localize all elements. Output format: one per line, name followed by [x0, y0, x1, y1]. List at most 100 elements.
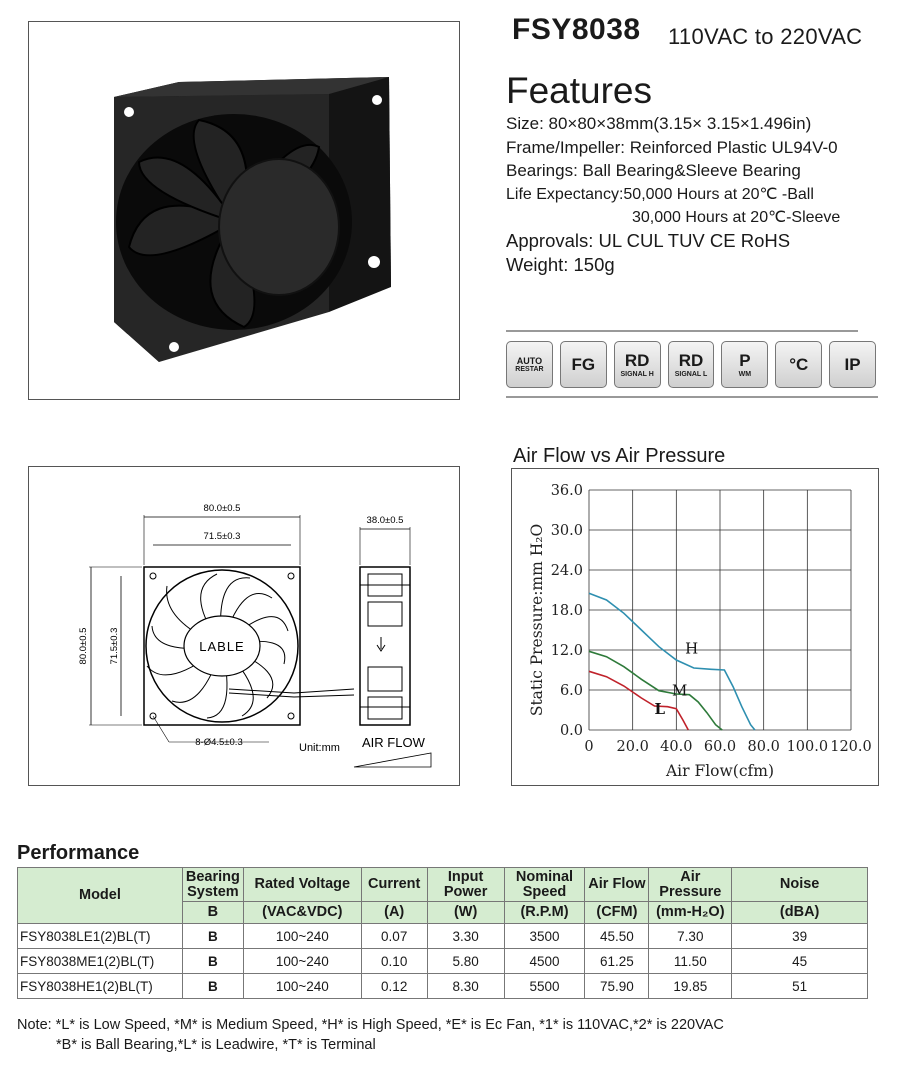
unit-current: (A) [360, 901, 428, 924]
table-cell: 11.50 [648, 948, 733, 974]
header-bearing: Bearing System [181, 867, 244, 902]
icon-bottom-text: SIGNAL L [674, 371, 708, 378]
hole-callout: 8-Ø4.5±0.3 [195, 737, 242, 748]
table-cell: 45.50 [584, 923, 650, 949]
model-title: FSY8038 [512, 13, 641, 46]
x-tick-label: 40.0 [660, 739, 692, 755]
table-cell: 51 [731, 973, 868, 999]
unit-speed: (R.P.M) [503, 901, 586, 924]
x-tick-label: 60.0 [704, 739, 736, 755]
icon-top-text: AUTO [516, 356, 543, 366]
header-airflow: Air Flow [584, 867, 650, 902]
dimension-drawing: LABLE 80.0±0.5 71.5±0.3 80.0±0.5 71.5±0.… [28, 466, 460, 786]
table-cell: 100~240 [242, 973, 362, 999]
icon-top-text: °C [789, 354, 809, 374]
table-cell: 100~240 [242, 948, 362, 974]
table-cell: 5500 [503, 973, 586, 999]
divider-bottom [506, 396, 878, 398]
table-cell: 61.25 [584, 948, 650, 974]
note-line-1: Note: *L* is Low Speed, *M* is Medium Sp… [17, 1017, 724, 1033]
header-voltage: Rated Voltage [242, 867, 362, 902]
icon-top-text: IP [844, 354, 861, 374]
label-text: LABLE [199, 639, 244, 654]
icon-top-text: RD [678, 351, 704, 370]
header-noise: Noise [731, 867, 868, 902]
icon-top-text: RD [624, 351, 650, 370]
table-cell: 75.90 [584, 973, 650, 999]
series-label-m: M [672, 681, 687, 699]
table-cell: B [181, 973, 244, 999]
y-tick-label: 30.0 [551, 523, 583, 539]
table-cell: 0.07 [360, 923, 428, 949]
y-tick-label: 12.0 [551, 643, 583, 659]
airflow-label: AIR FLOW [362, 735, 426, 750]
unit-power: (W) [426, 901, 505, 924]
icon-top-text: P [739, 351, 751, 370]
series-label-l: L [655, 700, 666, 718]
y-axis-label: Static Pressure:mm H₂O [528, 524, 546, 716]
y-tick-label: 24.0 [551, 563, 583, 579]
icon-bottom-text: WM [738, 371, 752, 378]
series-label-h: H [685, 639, 698, 657]
series-line-l [588, 670, 690, 731]
performance-title: Performance [17, 842, 140, 864]
x-tick-label: 0 [584, 739, 593, 755]
voltage-title: 110VAC to 220VAC [668, 24, 863, 49]
feature-approvals: Approvals: UL CUL TUV CE RoHS [506, 230, 791, 251]
y-tick-label: 36.0 [551, 483, 583, 499]
table-cell: 7.30 [648, 923, 733, 949]
feature-frame: Frame/Impeller: Reinforced Plastic UL94V… [506, 138, 838, 157]
divider-top [506, 330, 858, 332]
dim-hole-spacing-label: 71.5±0.3 [204, 531, 241, 542]
x-tick-label: 20.0 [617, 739, 649, 755]
feature-life-ball: Life Expectancy:50,000 Hours at 20℃ -Bal… [506, 186, 814, 203]
table-cell: 8.30 [426, 973, 505, 999]
unit-voltage: (VAC&VDC) [242, 901, 362, 924]
table-cell-model: FSY8038HE1(2)BL(T) [17, 973, 183, 999]
unit-label: Unit:mm [299, 742, 340, 754]
dim-depth-label: 38.0±0.5 [367, 515, 404, 526]
chart-title: Air Flow vs Air Pressure [513, 445, 726, 467]
fg-signal-icon: FG [559, 341, 607, 388]
series-line-h [588, 592, 756, 731]
dim-hole-v-label: 71.5±0.3 [109, 628, 120, 665]
table-cell: 100~240 [242, 923, 362, 949]
feature-life-sleeve: 30,000 Hours at 20℃-Sleeve [632, 209, 841, 226]
table-cell: 0.10 [360, 948, 428, 974]
product-photo [28, 21, 460, 400]
header-power: Input Power [426, 867, 505, 902]
dim-width-label: 80.0±0.5 [204, 503, 241, 514]
unit-airflow: (CFM) [584, 901, 650, 924]
table-cell: 0.12 [360, 973, 428, 999]
table-cell-model: FSY8038ME1(2)BL(T) [17, 948, 183, 974]
table-cell: 19.85 [648, 973, 733, 999]
feature-weight: Weight: 150g [506, 254, 615, 275]
table-cell: 4500 [503, 948, 586, 974]
note-line-2: *B* is Ball Bearing,*L* is Leadwire, *T*… [56, 1037, 376, 1053]
icon-top-text: FG [571, 354, 596, 374]
table-cell: B [181, 948, 244, 974]
table-cell: 45 [731, 948, 868, 974]
y-tick-label: 6.0 [560, 683, 583, 699]
x-tick-label: 80.0 [748, 739, 780, 755]
y-tick-label: 18.0 [551, 603, 583, 619]
performance-table: Model Bearing System Rated Voltage Curre… [17, 867, 868, 999]
x-axis-label: Air Flow(cfm) [665, 762, 774, 780]
ip-rating-icon: IP [829, 341, 877, 388]
dim-height-label: 80.0±0.5 [78, 628, 89, 665]
x-tick-label: 100.0 [787, 739, 829, 755]
icon-bottom-text: SIGNAL H [620, 371, 654, 378]
table-cell: 3500 [503, 923, 586, 949]
table-cell: B [181, 923, 244, 949]
temperature-icon: °C [775, 341, 823, 388]
x-tick-label: 120.0 [830, 739, 872, 755]
